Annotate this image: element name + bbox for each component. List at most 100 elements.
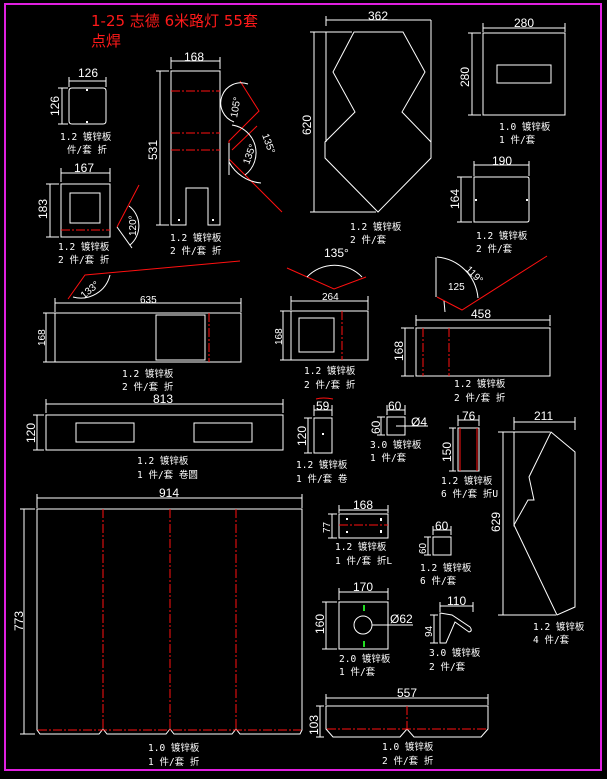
part-3: 362 620 1.2 镀锌板 2 件/套	[300, 9, 432, 246]
part-material: 1.2 镀锌板	[58, 241, 110, 253]
part-qty: 2 件/套	[429, 661, 466, 673]
dim-width: 458	[471, 307, 491, 321]
dim-height: 183	[36, 199, 50, 219]
part-8: 264 168 135° 1.2 镀锌板 2 件/套 折	[274, 246, 369, 391]
part-material: 3.0 镀锌板	[429, 647, 481, 659]
drawing-title-line2: 点焊	[91, 32, 121, 50]
part-material: 1.0 镀锌板	[382, 741, 434, 753]
part-4: 280 280 1.0 镀锌板 1 件/套	[458, 16, 566, 146]
part-qty: 6 件/套 折U	[441, 488, 498, 500]
part-material: 1.2 镀锌板	[476, 230, 528, 242]
part-1-outline	[68, 87, 107, 125]
bend-angle-line	[116, 184, 140, 228]
part-qty: 1 件/套	[499, 134, 536, 146]
part-material: 1.2 镀锌板	[454, 378, 506, 390]
dim-width: 813	[153, 392, 173, 406]
part-material: 1.0 镀锌板	[499, 121, 551, 133]
dim-height: 773	[12, 611, 26, 631]
dim-width: 211	[534, 409, 553, 423]
dim-height: 150	[440, 442, 454, 462]
part-16: 168 77 1.2 镀锌板 1 件/套 折L	[322, 498, 392, 567]
dim-height: 531	[146, 140, 160, 160]
bend-angle-line	[67, 260, 241, 300]
part-20-outline	[325, 705, 489, 738]
part-17-outline	[432, 536, 452, 556]
dim-height: 629	[489, 512, 503, 532]
part-9: 458 168 119° 125 1.2 镀锌板 2 件/套 折	[392, 255, 551, 404]
part-12: 60 60 Ø4 3.0 镀锌板 1 件/套	[369, 399, 428, 464]
bend-angle-line	[228, 80, 283, 213]
part-6-outline	[473, 176, 530, 223]
dim-height: 77	[322, 521, 333, 533]
part-qty: 2 件/套	[350, 234, 387, 246]
angle-label: 120°	[128, 215, 139, 236]
part-10-cutout	[193, 422, 253, 443]
part-qty: 1 件/套	[339, 666, 376, 678]
part-5-cutout	[69, 192, 101, 224]
part-qty: 2 件/套 折	[304, 379, 356, 391]
dim-width: 280	[514, 16, 534, 30]
part-15-outline	[36, 508, 303, 735]
part-11: 59 120 1.2 镀锌板 1 件/套 卷	[295, 397, 348, 485]
part-material: 1.2 镀锌板	[122, 368, 174, 380]
dim-width: 76	[462, 409, 476, 423]
part-6: 190 164 1.2 镀锌板 2 件/套	[448, 154, 530, 255]
angle-label: 133°	[79, 280, 102, 302]
dim-height: 60	[418, 542, 429, 554]
part-qty: 1 件/套	[370, 452, 407, 464]
part-qty: 6 件/套	[420, 575, 457, 587]
part-qty: 1 件/套 卷圆	[137, 469, 198, 481]
part-qty: 2 件/套 折	[170, 245, 222, 257]
part-14: 211 629 1.2 镀锌板 4 件/套	[489, 409, 585, 646]
part-3-outline	[324, 31, 432, 213]
dim-height: 60	[369, 420, 383, 434]
bend-line	[327, 706, 487, 730]
dim-width: 557	[397, 686, 417, 700]
part-5: 167 183 120° 1.2 镀锌板 2 件/套 折	[36, 161, 140, 266]
part-9-outline	[415, 327, 551, 377]
hole-diameter-label: Ø4	[411, 415, 427, 429]
dim-width: 167	[74, 161, 94, 175]
part-13-outline	[457, 427, 480, 472]
dim-height: 280	[458, 67, 472, 87]
part-qty: 2 件/套 折	[454, 392, 506, 404]
part-18-hole	[353, 615, 373, 635]
part-7: 635 168 133° 1.2 镀锌板 2 件/套 折	[37, 260, 242, 393]
dim-width: 170	[353, 580, 373, 594]
part-14-outline	[513, 431, 576, 616]
part-qty: 2 件/套 折	[122, 381, 174, 393]
part-11-outline	[313, 417, 333, 454]
part-5-outline	[60, 183, 111, 238]
part-15: 914 773 1.0 镀锌板 1 件/套 折	[12, 486, 303, 768]
part-10-outline	[45, 414, 284, 451]
angle-label: 125	[448, 282, 465, 293]
part-qty: 2 件/套 折	[58, 254, 110, 266]
dim-width: 914	[159, 486, 179, 500]
part-8-outline	[290, 310, 369, 361]
dim-height: 168	[37, 329, 48, 346]
hole-diameter-label: Ø62	[390, 612, 413, 626]
part-19-outline	[439, 612, 472, 644]
part-qty: 1 件/套 卷	[296, 473, 348, 485]
bend-line	[422, 328, 450, 376]
part-qty: 件/套 折	[67, 144, 107, 156]
dim-width: 110	[447, 594, 466, 608]
angle-label: 135°	[259, 132, 276, 155]
part-4-cutout	[496, 64, 552, 84]
part-material: 1.0 镀锌板	[148, 742, 200, 754]
part-16-outline	[338, 513, 389, 539]
dim-width: 168	[184, 50, 204, 64]
part-material: 1.2 镀锌板	[335, 541, 387, 553]
dim-width: 59	[316, 399, 330, 413]
part-material: 3.0 镀锌板	[370, 439, 422, 451]
part-material: 1.2 镀锌板	[533, 621, 585, 633]
dim-height: 168	[274, 328, 285, 345]
part-material: 1.2 镀锌板	[304, 365, 356, 377]
dim-width: 264	[322, 292, 339, 303]
part-19: 110 94 3.0 镀锌板 2 件/套	[424, 594, 481, 673]
bend-angle-line	[436, 255, 548, 311]
part-material: 1.2 镀锌板	[296, 459, 348, 471]
part-material: 1.2 镀锌板	[137, 455, 189, 467]
bend-line	[171, 90, 220, 151]
dim-height: 103	[307, 715, 321, 735]
